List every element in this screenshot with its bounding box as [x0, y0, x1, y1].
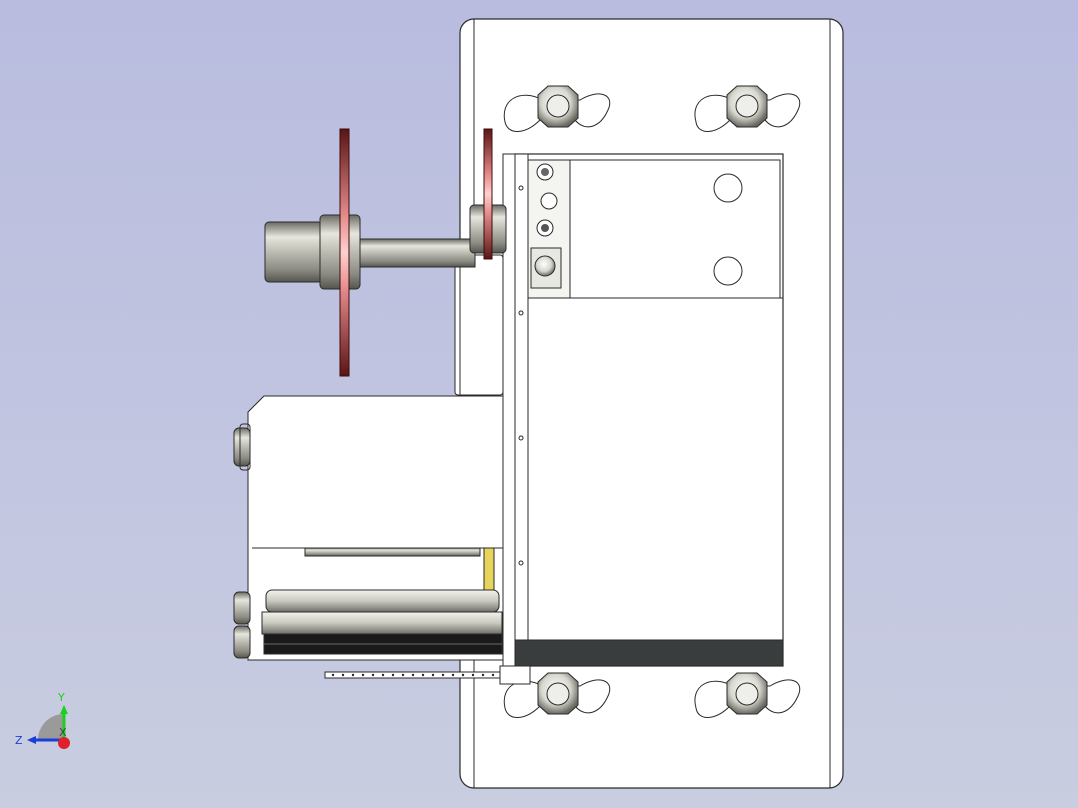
- axis-z-label: Z: [15, 734, 23, 747]
- ruler-tick: [411, 673, 415, 677]
- wing-nut-bottom-left[interactable]: [503, 672, 611, 718]
- ruler-tick: [371, 673, 375, 677]
- shaft-assembly[interactable]: [264, 204, 507, 290]
- ruler-tick: [431, 673, 435, 677]
- ruler-tick: [351, 673, 355, 677]
- ruler-tick: [441, 673, 445, 677]
- upper-block[interactable]: [569, 159, 781, 299]
- ruler-tick: [361, 673, 365, 677]
- ruler-tick: [391, 673, 395, 677]
- knob-upper[interactable]: [233, 423, 251, 471]
- lower-applicator[interactable]: [247, 395, 504, 661]
- mounting-hole-upper: [713, 173, 743, 203]
- wing-nut-top-left[interactable]: [503, 85, 611, 132]
- axis-y-label: Y: [57, 691, 65, 704]
- red-disc-left[interactable]: [339, 128, 350, 377]
- ruler-tick: [481, 673, 485, 677]
- knob-lower-a[interactable]: [233, 591, 251, 625]
- coordinate-triad: Y Z X: [15, 691, 70, 749]
- ruler-strip[interactable]: [324, 665, 531, 685]
- red-disc-right[interactable]: [483, 128, 493, 260]
- ruler-tick: [401, 673, 405, 677]
- ruler-tick: [461, 673, 465, 677]
- ruler-tick: [341, 673, 345, 677]
- wing-nut-top-right[interactable]: [694, 85, 801, 132]
- gearbox[interactable]: [454, 254, 504, 396]
- mounting-hole-lower: [713, 256, 743, 286]
- ruler-tick: [471, 673, 475, 677]
- wing-nut-bottom-right[interactable]: [694, 672, 801, 718]
- ruler-tick: [491, 673, 495, 677]
- side-plate[interactable]: [502, 153, 529, 667]
- knob-lower-b[interactable]: [233, 625, 251, 659]
- ruler-tick: [451, 673, 455, 677]
- ruler-tick: [381, 673, 385, 677]
- ruler-tick: [421, 673, 425, 677]
- axis-x-label: X: [59, 726, 67, 739]
- ruler-tick: [331, 673, 335, 677]
- connector-block[interactable]: [527, 159, 571, 299]
